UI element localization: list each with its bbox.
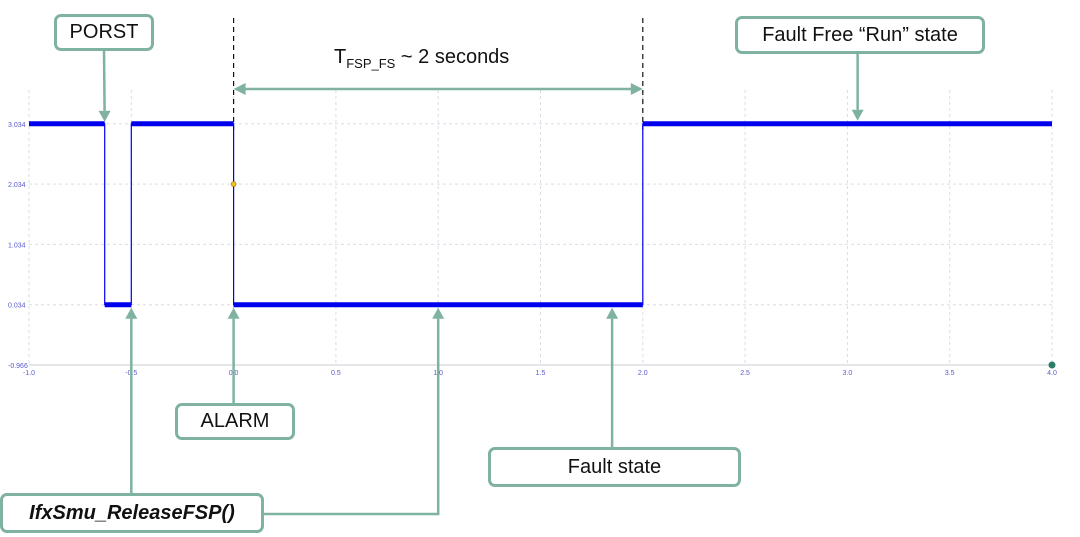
y-tick-label: -0.966 [8,363,28,370]
interval-label: TFSP_FS ~ 2 seconds [334,46,510,71]
release-arrow-a-head [125,307,138,319]
run-state-callout: Fault Free “Run” state [735,16,985,54]
y-tick-label: 2.034 [8,182,26,189]
end-marker [1048,361,1056,369]
x-tick-label: 2.5 [740,370,750,377]
porst-arrow-head [98,110,111,122]
porst-callout: PORST [54,14,154,51]
alarm-callout: ALARM [175,403,295,440]
y-tick-label: 1.034 [8,242,26,249]
interval-arrow-head-left [233,83,246,95]
fault-state-callout: Fault state [488,447,741,487]
signal-trace-group [29,121,1052,308]
y-tick-labels: -0.966 0.034 1.034 2.034 3.034 [8,122,28,370]
point-markers [230,181,1056,369]
grid-lines [28,90,1053,366]
cursor-marker [230,181,237,187]
release-arrow-b-shaft [264,318,440,516]
run-arrow-head [851,109,864,121]
x-tick-label: 3.5 [945,370,955,377]
alarm-arrow-head [227,307,240,319]
release-arrow-b-head [432,307,445,319]
x-tick-label: 4.0 [1047,370,1057,377]
release-fsp-callout: IfxSmu_ReleaseFSP() [0,493,264,533]
interval-guides [233,18,644,130]
x-tick-label: 0.5 [331,370,341,377]
y-tick-label: 0.034 [8,303,26,310]
y-tick-label: 3.034 [8,122,26,129]
fault-arrow-head [606,307,619,319]
interval-arrow-head-right [630,83,643,95]
porst-arrow-shaft [102,50,106,111]
x-tick-label: 1.5 [536,370,546,377]
x-tick-label: 3.0 [843,370,853,377]
annotation-arrows [98,50,864,516]
x-tick-label: -1.0 [23,370,35,377]
x-tick-label: 2.0 [638,370,648,377]
